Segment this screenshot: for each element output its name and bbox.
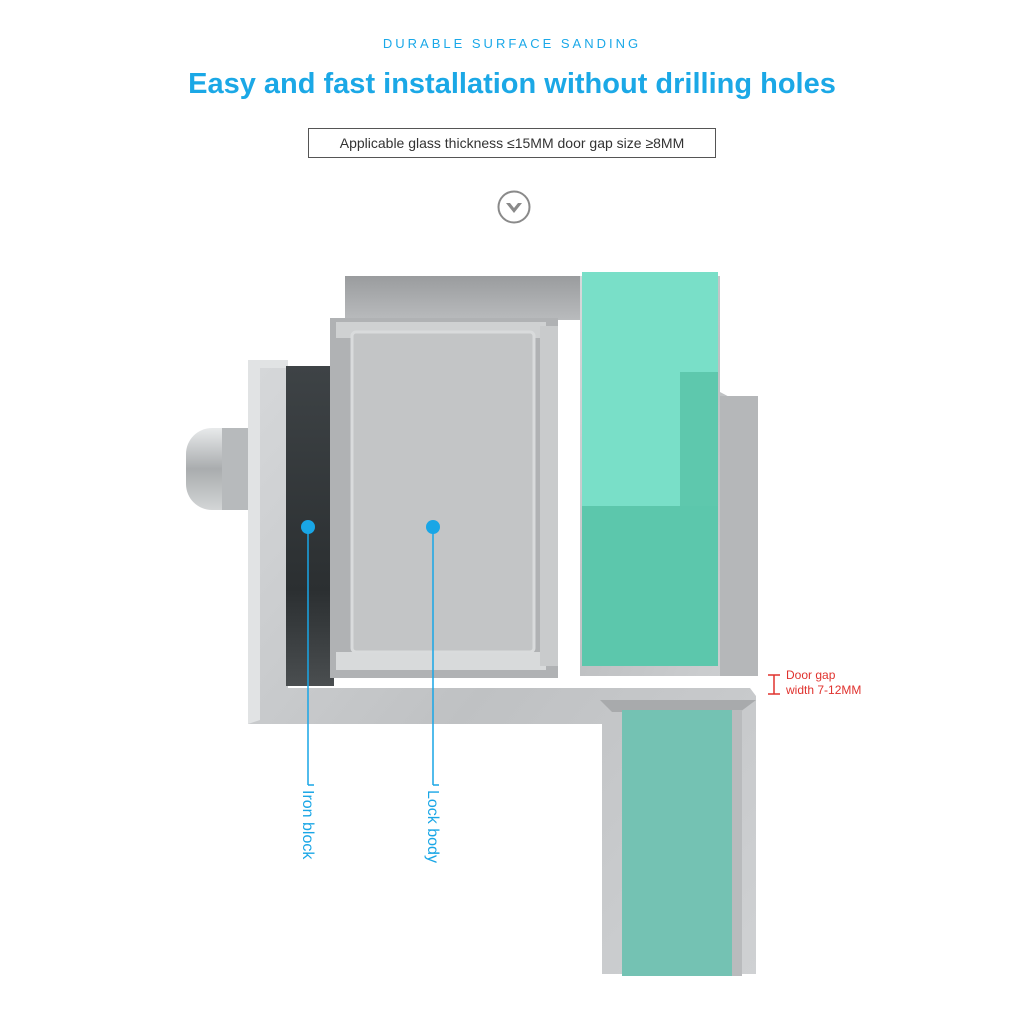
spec-box: Applicable glass thickness ≤15MM door ga… (308, 128, 716, 158)
chevron-down-icon (497, 190, 531, 224)
door-gap-label-line1: Door gap (786, 668, 836, 682)
lock-body (352, 332, 534, 652)
knob (186, 428, 250, 510)
door-gap-label-line2: width 7-12MM (786, 683, 862, 697)
kicker-text: DURABLE SURFACE SANDING (382, 36, 642, 51)
top-bar (345, 276, 585, 320)
lock-body-label: Lock body (424, 790, 441, 863)
page-title: Easy and fast installation without drill… (188, 68, 836, 100)
spec-text: Applicable glass thickness ≤15MM door ga… (339, 135, 685, 151)
door-gap-label: Door gap width 7-12MM (786, 668, 861, 698)
iron-block-label: Iron block (299, 790, 316, 860)
iron-block-pointer (301, 520, 315, 786)
upper-glass (582, 272, 718, 506)
lock-body-pointer (426, 520, 440, 786)
door-gap-marker (768, 674, 780, 695)
lower-glass (622, 710, 732, 976)
